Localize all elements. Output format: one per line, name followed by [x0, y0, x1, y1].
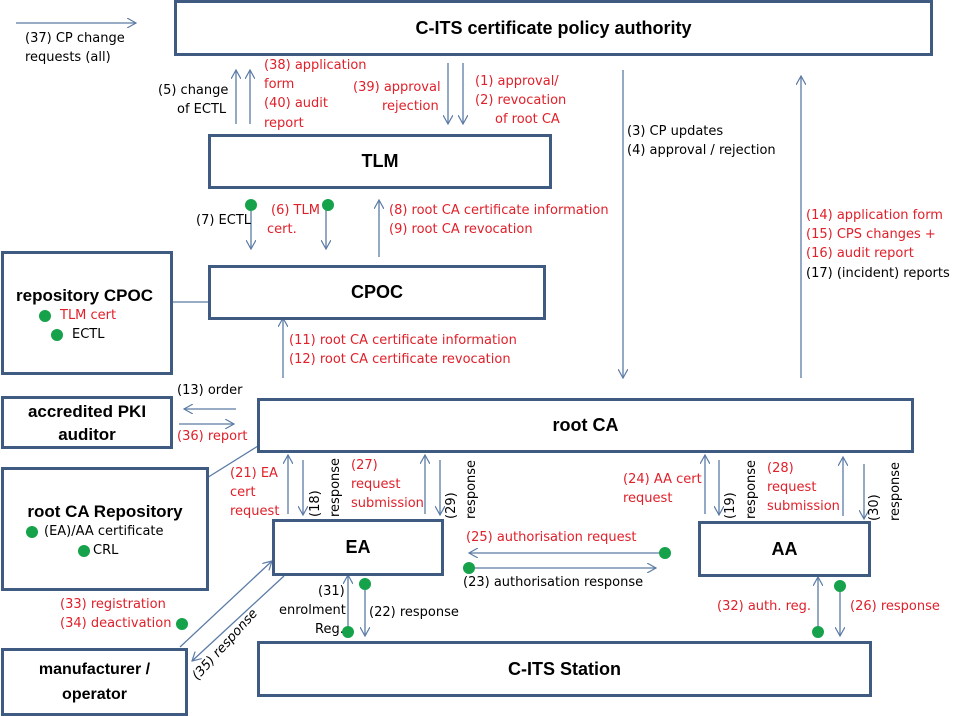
flow-27-l3: submission	[351, 496, 424, 511]
flow-6-l2: cert.	[267, 222, 297, 237]
aa-label: AA	[771, 538, 798, 559]
flow-30-text: response	[888, 461, 903, 521]
flow-30-num: (30)	[867, 494, 882, 521]
flow-15: (15) CPS changes +	[806, 227, 936, 242]
station-label: C-ITS Station	[508, 658, 621, 679]
flow-38-l1: (38) application	[264, 58, 367, 73]
flow-27-l1: (27)	[351, 458, 378, 473]
flow-40-l2: report	[264, 116, 304, 131]
arrow-35	[192, 575, 285, 661]
flow-39-l2: rejection	[382, 99, 439, 114]
rootca-repo-crl-dot	[78, 545, 90, 557]
station-box[interactable]: C-ITS Station	[257, 641, 872, 697]
repo-cpoc-item-tlm: TLM cert	[60, 308, 117, 323]
flow-37-l2: requests (all)	[25, 50, 111, 65]
flow-34-dot	[176, 618, 188, 630]
flow-36: (36) report	[177, 429, 248, 444]
flow-28-l2: request	[767, 480, 817, 495]
flow-21-l2: cert	[230, 485, 256, 500]
ea-label: EA	[345, 537, 371, 557]
flow-14: (14) application form	[806, 208, 943, 223]
pki-auditor-line1: accredited PKI	[27, 401, 147, 421]
flow-29-num: (29)	[444, 492, 459, 519]
rootca-repo-cert-dot	[26, 526, 38, 538]
rootca-repo-item-crl: CRL	[93, 543, 119, 558]
flow-19-text: response	[744, 459, 759, 519]
manufacturer-box[interactable]: manufacturer / operator	[1, 648, 188, 716]
flow-24-l2: request	[623, 491, 673, 506]
flow-13: (13) order	[177, 383, 243, 398]
flow-38-l2: form	[264, 77, 295, 92]
aa-box[interactable]: AA	[698, 521, 871, 577]
rootca-repo-item-cert: (EA)/AA certificate	[44, 524, 164, 539]
repo-cpoc-ectl-dot	[51, 329, 63, 341]
flow-40-l1: (40) audit	[264, 96, 328, 111]
flow-27-l2: request	[351, 477, 401, 492]
pki-auditor-line2: auditor	[58, 424, 116, 444]
flow-22: (22) response	[369, 605, 459, 620]
root-ca-box[interactable]: root CA	[257, 398, 914, 453]
cpoc-label: CPOC	[350, 282, 403, 302]
flow-37-l1: (37) CP change	[25, 31, 125, 46]
flow-1: (1) approval/	[475, 74, 559, 89]
flow-2-l2: of root CA	[495, 112, 560, 127]
flow-31-l3: Reg.	[315, 622, 344, 637]
flow-3: (3) CP updates	[627, 124, 724, 139]
flow-34: (34) deactivation	[60, 616, 172, 631]
flow-16: (16) audit report	[806, 246, 914, 261]
flow-32: (32) auth. reg.	[717, 599, 812, 614]
repo-cpoc-tlm-dot	[39, 310, 51, 322]
policy-authority-box[interactable]: C-ITS certificate policy authority	[174, 0, 933, 56]
flow-39-l1: (39) approval	[353, 80, 441, 95]
pki-auditor-box[interactable]: accredited PKI auditor	[1, 396, 173, 449]
flow-11: (11) root CA certificate information	[289, 333, 517, 348]
flow-7: (7) ECTL	[196, 213, 252, 228]
cpoc-box[interactable]: CPOC	[208, 265, 546, 320]
flow-26-dot	[834, 580, 846, 592]
flow-4: (4) approval / rejection	[627, 143, 776, 158]
flow-21-l3: request	[230, 504, 280, 519]
flow-22-dot	[359, 578, 371, 590]
flow-33: (33) registration	[60, 597, 166, 612]
flow-8: (8) root CA certificate information	[389, 203, 609, 218]
policy-authority-label: C-ITS certificate policy authority	[415, 17, 692, 38]
flow-6-l1: (6) TLM	[271, 203, 320, 218]
flow-18-num: (18)	[308, 490, 323, 517]
tlm-box[interactable]: TLM	[208, 134, 552, 189]
flow-28-l1: (28)	[767, 461, 794, 476]
flow-23: (23) authorisation response	[463, 575, 644, 590]
flow-5-l1: (5) change	[158, 83, 229, 98]
flow-21-l1: (21) EA	[230, 466, 278, 481]
flow-17: (17) (incident) reports	[806, 266, 950, 281]
flow-7-dot	[245, 199, 257, 211]
flow-18-text: response	[328, 457, 343, 517]
flow-32-dot	[812, 626, 824, 638]
flow-26: (26) response	[850, 599, 940, 614]
flow-31-dot	[342, 626, 354, 638]
manufacturer-line2: operator	[62, 686, 127, 703]
flow-19-num: (19)	[723, 492, 738, 519]
flow-9: (9) root CA revocation	[389, 222, 533, 237]
repository-cpoc-box[interactable]: repository CPOC	[1, 251, 173, 375]
flow-31-l2: enrolment	[279, 603, 346, 618]
flow-12: (12) root CA certificate revocation	[289, 352, 511, 367]
flow-29-text: response	[464, 459, 479, 519]
flow-5-l2: of ECTL	[177, 102, 227, 117]
repository-cpoc-title: repository CPOC	[16, 286, 153, 305]
ea-box[interactable]: EA	[272, 519, 444, 576]
repo-cpoc-item-ectl: ECTL	[72, 327, 105, 342]
flow-31-l1: (31)	[318, 584, 345, 599]
root-ca-label: root CA	[552, 415, 619, 435]
manufacturer-line1: manufacturer /	[38, 661, 151, 678]
flow-24-l1: (24) AA cert	[623, 472, 702, 487]
flow-6-dot	[322, 199, 334, 211]
flow-28-l3: submission	[767, 499, 840, 514]
root-ca-repository-title: root CA Repository	[27, 502, 183, 521]
flow-23-dot	[463, 562, 475, 574]
flow-25-dot	[659, 547, 671, 559]
arrow-33-34	[179, 561, 272, 648]
tlm-label: TLM	[361, 151, 399, 171]
flow-25: (25) authorisation request	[466, 530, 637, 545]
flow-2: (2) revocation	[475, 93, 567, 108]
